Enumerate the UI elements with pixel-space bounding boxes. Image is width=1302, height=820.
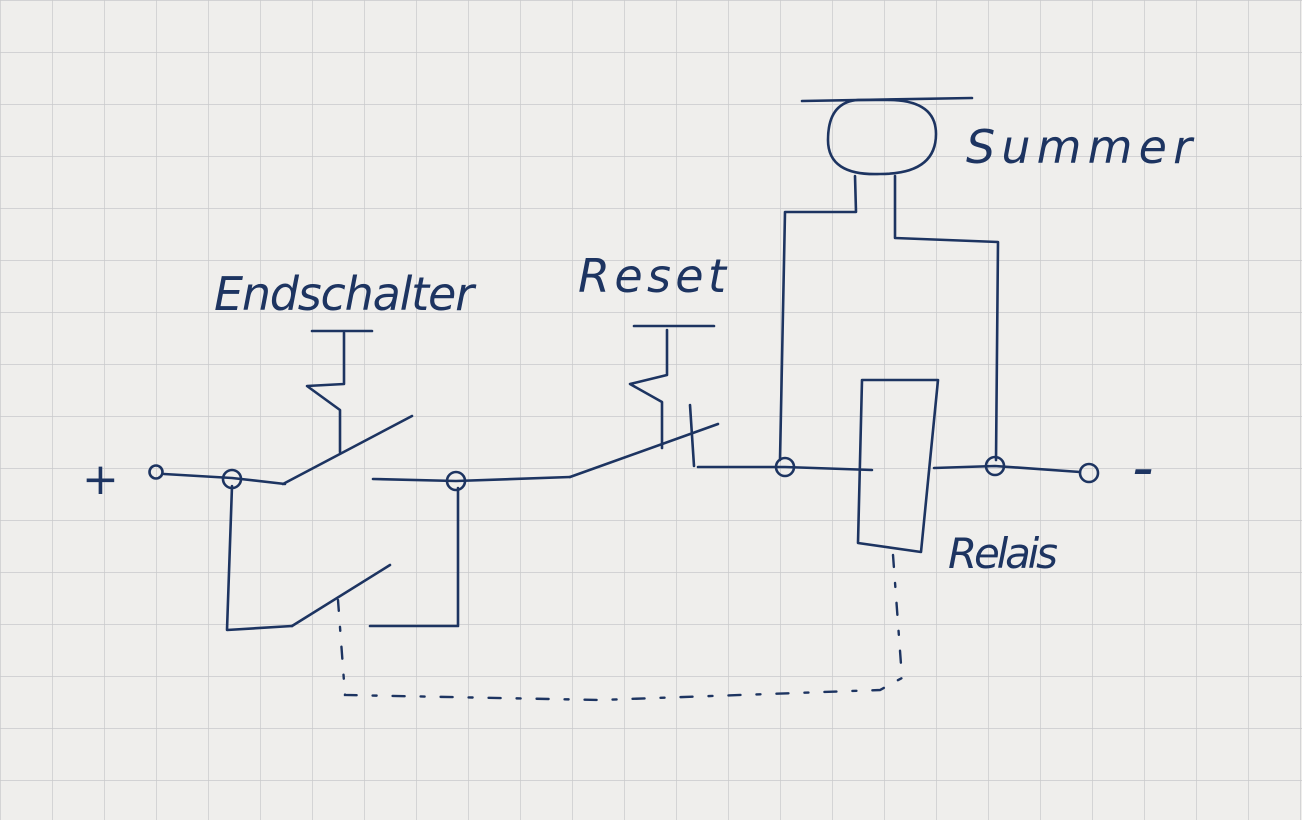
limit-switch-label: Endschalter [214,267,477,321]
main-wire [162,472,287,486]
bypass-wire [368,486,460,628]
main-wire-2 [371,475,572,483]
main-wire-3 [696,465,874,472]
bypass-wire [225,484,294,632]
junction-node [984,455,1006,477]
plus-terminal-label: + [82,454,119,505]
reset-actuator [628,324,716,468]
reset-label: Reset [578,249,728,303]
limit-switch-actuator [305,329,374,454]
relay-label: Relais [948,529,1058,578]
buzzer-wire [893,174,1000,462]
main-wire-4 [932,464,1082,474]
limit-switch-contact [281,414,414,486]
minus-terminal-label: - [1132,433,1154,503]
junction-node [445,470,467,492]
reset-contact [568,422,720,479]
relay-coil [856,378,940,554]
buzzer-wire [778,174,858,462]
buzzer-label: Summer [966,120,1195,174]
buzzer-body [826,98,938,176]
plus-terminal [148,464,164,480]
relay-hold-contact [290,563,392,628]
junction-node [774,456,796,478]
relay-mechanical-link [336,553,904,702]
